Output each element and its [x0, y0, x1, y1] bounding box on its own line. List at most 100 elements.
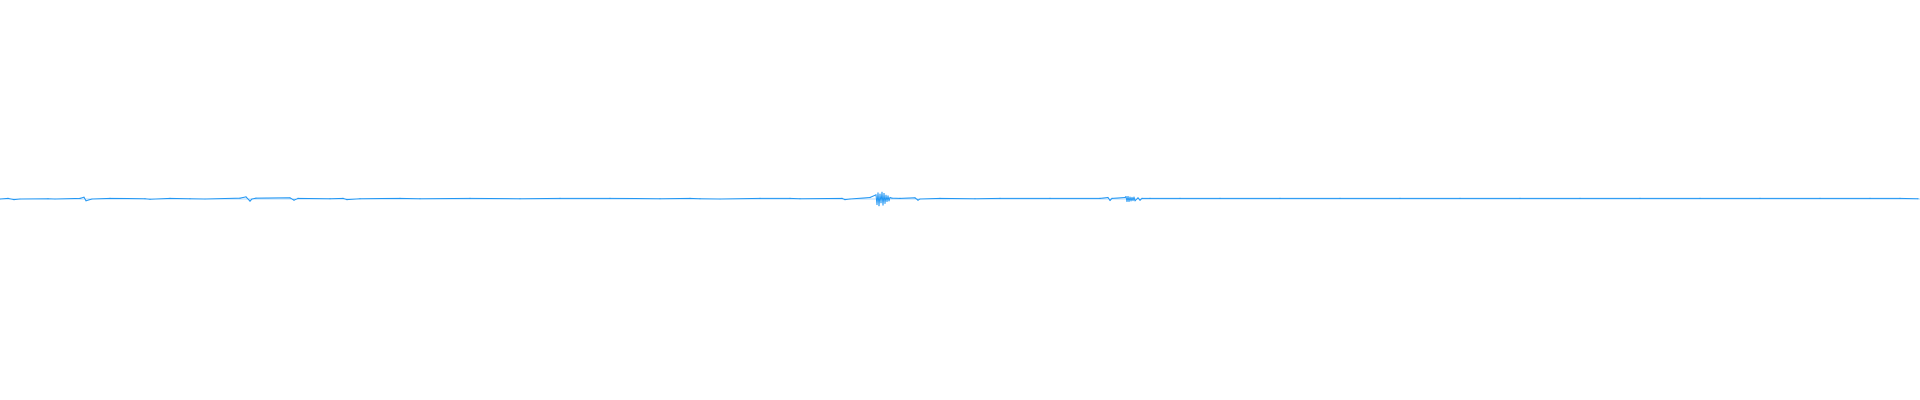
- waveform-sample-point: [891, 197, 893, 199]
- waveform-sample-point: [1111, 197, 1113, 199]
- waveform-sample-point: [1869, 197, 1871, 199]
- waveform-sample-point: [249, 200, 251, 202]
- waveform-sample-point: [1339, 197, 1341, 199]
- waveform-sample-point: [1131, 196, 1133, 199]
- waveform-sample-point: [519, 198, 521, 200]
- waveform-sample-point: [1133, 196, 1135, 198]
- waveform-sample-point: [1109, 199, 1111, 202]
- waveform-sample-point: [974, 198, 976, 200]
- waveform-sample-point: [876, 203, 878, 205]
- waveform-sample-point: [79, 197, 81, 199]
- waveform-sample-point: [789, 197, 791, 199]
- waveform-sample-point: [7, 197, 9, 199]
- waveform-sample-point: [189, 198, 191, 200]
- waveform-sample-point: [13, 199, 15, 201]
- waveform-sample-point: [289, 197, 291, 199]
- waveform-sample-point: [1149, 197, 1151, 199]
- waveform-sample-point: [297, 197, 299, 199]
- waveform-sample-point: [342, 197, 344, 199]
- waveform-sample-point: [1639, 197, 1641, 199]
- waveform-sample-point: [359, 198, 361, 200]
- waveform-sample-point: [882, 204, 884, 206]
- waveform-sample-point: [699, 198, 701, 200]
- waveform-sample-point: [939, 197, 941, 199]
- waveform-sample-point: [609, 197, 611, 199]
- waveform-sample-point: [889, 196, 891, 199]
- waveform-sample-point: [1137, 197, 1139, 199]
- waveform-sample-point: [1819, 197, 1821, 199]
- waveform-sample-point: [1128, 200, 1130, 202]
- waveform-sample-point: [559, 197, 561, 199]
- waveform-sample-point: [885, 194, 887, 196]
- waveform-sample-point: [880, 202, 882, 204]
- waveform-sample-point: [109, 197, 111, 199]
- waveform-sample-point: [875, 194, 877, 196]
- waveform-sample-point: [1519, 197, 1521, 199]
- waveform-sample-point: [878, 205, 880, 207]
- waveform-sample-point: [47, 198, 49, 200]
- waveform-sample-point: [255, 197, 257, 199]
- waveform-sample-point: [1579, 197, 1581, 199]
- waveform-sample-point: [399, 197, 401, 199]
- waveform-sample-point: [1759, 197, 1761, 199]
- waveform-sample-point: [659, 198, 661, 200]
- waveform-sample-point: [19, 198, 21, 200]
- waveform-sample-point: [169, 197, 171, 199]
- waveform-sample-point: [1459, 197, 1461, 199]
- waveform-sample-point: [884, 202, 886, 204]
- waveform-sample-point: [881, 191, 883, 193]
- waveform-sample-point: [841, 197, 843, 199]
- waveform-sample-point: [1899, 197, 1901, 199]
- waveform-sample-point: [1129, 196, 1131, 198]
- waveform-sample-point: [1124, 196, 1126, 199]
- waveform-sample-point: [1099, 197, 1101, 199]
- waveform-sample-point: [469, 197, 471, 199]
- waveform-sample-point: [879, 193, 881, 195]
- waveform-sample-point: [346, 199, 348, 201]
- waveform-sample-point: [888, 200, 890, 202]
- waveform-sample-point: [886, 200, 888, 202]
- waveform-sample-point: [0, 198, 1, 200]
- waveform-sample-point: [999, 197, 1001, 199]
- waveform-sample-point: [689, 197, 691, 199]
- waveform-sample-point: [1134, 200, 1136, 202]
- waveform-sample-point: [329, 198, 331, 200]
- waveform-sample-point: [204, 198, 206, 200]
- waveform-sample-point: [1699, 197, 1701, 199]
- waveform-sample-point: [1219, 197, 1221, 199]
- waveform-sample-point: [887, 195, 889, 197]
- waveform-sample-point: [849, 198, 851, 200]
- waveform-sample-point: [899, 197, 901, 199]
- waveform-sample-point: [54, 198, 56, 200]
- waveform-sample-point: [149, 198, 151, 200]
- waveform-sample-point: [239, 197, 241, 199]
- waveform-sample-point: [1132, 199, 1134, 202]
- waveform-sample-point: [1127, 196, 1129, 198]
- waveform-sample-point: [919, 198, 921, 200]
- waveform-sample-point: [1130, 200, 1132, 202]
- waveform-sample-point: [1125, 196, 1127, 198]
- waveform-sample-point: [719, 198, 721, 200]
- waveform-sample-point: [799, 198, 801, 200]
- waveform-sample-point: [1049, 197, 1051, 199]
- waveform-sample-point: [144, 198, 146, 200]
- waveform-sample-point: [1179, 197, 1181, 199]
- waveform-sample-point: [1126, 200, 1128, 202]
- waveform-sample-point: [91, 198, 93, 200]
- waveform-sample-point: [883, 193, 885, 195]
- waveform-sample-point: [1399, 197, 1401, 199]
- waveform-sample-point: [869, 196, 871, 199]
- waveform-sample-point: [917, 199, 919, 201]
- waveform-sample-point: [759, 197, 761, 199]
- waveform-sample-point: [844, 199, 846, 201]
- waveform-sample-point: [293, 199, 295, 201]
- waveform-sample-point: [419, 198, 421, 200]
- waveform-sample-point: [245, 196, 247, 198]
- waveform-sample-point: [83, 196, 85, 198]
- waveform-sample-point: [1139, 199, 1141, 201]
- waveform-sample-point: [1107, 196, 1109, 199]
- waveform-sample-point: [1279, 197, 1281, 199]
- waveform-sample-point: [914, 197, 916, 199]
